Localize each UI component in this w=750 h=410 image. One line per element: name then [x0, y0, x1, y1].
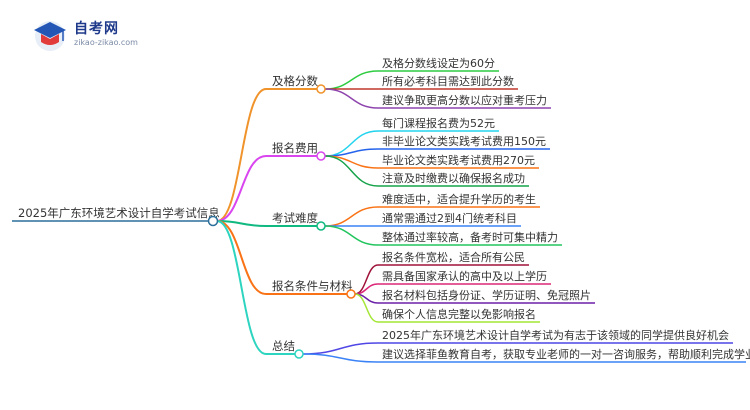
branch-label: 考试难度	[272, 211, 318, 225]
leaf-label: 通常需通过2到4门统考科目	[382, 211, 517, 225]
branch-label: 及格分数	[272, 74, 318, 88]
branch-node-dot	[316, 151, 326, 161]
leaf-label: 建议选择菲鱼教育自考，获取专业老师的一对一咨询服务，帮助顺利完成学业	[382, 347, 750, 361]
mind-map-nodes: 2025年广东环境艺术设计自学考试信息 及格分数 及格分数线设定为60分所有必考科目…	[18, 56, 750, 361]
root-label: 2025年广东环境艺术设计自学考试信息	[18, 206, 220, 220]
leaf-connector	[324, 225, 379, 246]
leaf-label: 注意及时缴费以确保报名成功	[382, 171, 525, 185]
graduation-cap-icon	[34, 21, 66, 51]
leaf-connector	[302, 342, 379, 355]
leaf-label: 报名材料包括身份证、学历证明、免冠照片	[382, 288, 591, 302]
branch-label: 报名条件与材料	[272, 279, 353, 293]
leaf-label: 毕业论文类实践考试费用270元	[382, 153, 535, 167]
leaf-connector	[324, 155, 379, 187]
mind-map-edges	[12, 70, 746, 363]
leaf-label: 难度适中，适合提升学历的考生	[382, 192, 536, 206]
leaf-label: 整体通过率较高，备考时可集中精力	[382, 230, 558, 244]
branch-connector	[216, 88, 267, 222]
branch-label: 总结	[272, 339, 295, 353]
branch-node-dot	[316, 221, 326, 231]
leaf-label: 确保个人信息完整以免影响报名	[382, 307, 536, 321]
leaf-label: 及格分数线设定为60分	[382, 56, 495, 70]
leaf-connector	[354, 293, 379, 323]
leaf-connector	[324, 206, 379, 227]
leaf-label: 需具备国家承认的高中及以上学历	[382, 269, 547, 283]
logo-url: zikao-zikao.com	[74, 38, 138, 47]
branch-node-dot	[316, 84, 326, 94]
leaf-label: 建议争取更高分数以应对重考压力	[382, 93, 547, 107]
leaf-connector	[324, 148, 379, 157]
leaf-connector	[324, 88, 379, 109]
leaf-label: 每门课程报名费为52元	[382, 116, 495, 130]
branch-node-dot	[346, 289, 356, 299]
logo-name: 自考网	[74, 21, 119, 37]
leaf-label: 非毕业论文类实践考试费用150元	[382, 134, 546, 148]
leaf-label: 报名条件宽松，适合所有公民	[382, 250, 525, 264]
leaf-connector	[324, 70, 379, 90]
branch-connector	[216, 155, 267, 222]
branch-label: 报名费用	[272, 141, 318, 155]
branch-node-dot	[294, 349, 304, 359]
branch-connector	[216, 220, 267, 355]
leaf-label: 2025年广东环境艺术设计自学考试为有志于该领域的同学提供良好机会	[382, 328, 729, 342]
site-logo: 自考网 zikao-zikao.com	[30, 14, 150, 54]
branch-connector	[216, 220, 267, 227]
leaf-label: 所有必考科目需达到此分数	[382, 74, 514, 88]
leaf-connector	[302, 353, 379, 363]
branch-connector	[216, 220, 267, 295]
root-node-dot	[207, 215, 219, 227]
